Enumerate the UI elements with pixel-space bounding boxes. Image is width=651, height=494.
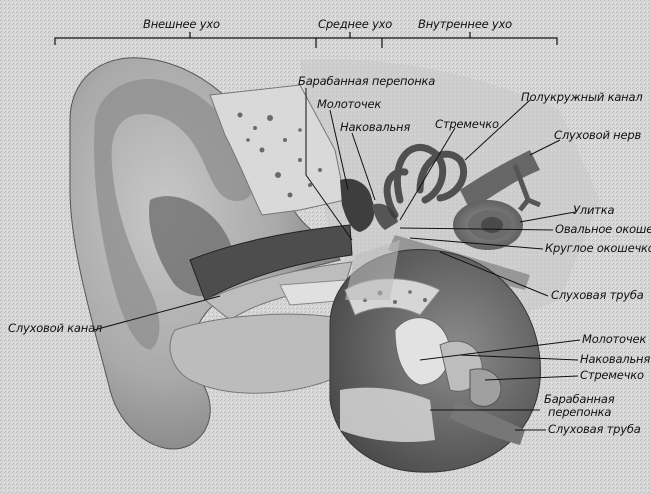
section-middle-ear: Среднее ухо [318,17,392,31]
label-incus: Наковальня [340,120,410,134]
label-oval-window: Овальное окошечко [555,222,651,236]
label-auditory-nerve: Слуховой нерв [554,128,641,142]
detail-label-incus: Наковальня [580,352,650,366]
label-ear-canal: Слуховой канал [8,321,102,335]
label-cochlea: Улитка [573,203,614,217]
detail-label-malleus: Молоточек [582,332,646,346]
label-semicircular-canal: Полукружный канал [521,90,643,104]
label-stapes: Стремечко [435,117,499,131]
detail-label-tympanic-1: Барабанная [544,392,614,406]
label-tympanic-membrane: Барабанная перепонка [298,74,435,88]
detail-label-eustachian-tube: Слуховая труба [548,422,641,436]
detail-label-stapes: Стремечко [580,368,644,382]
label-malleus: Молоточек [317,97,381,111]
section-outer-ear: Внешнее ухо [143,17,220,31]
lower-skin [170,314,340,393]
detail-label-tympanic-2: перепонка [548,405,611,419]
label-eustachian-tube: Слуховая труба [551,288,644,302]
section-inner-ear: Внутреннее ухо [418,17,512,31]
label-round-window: Круглое окошечко [545,241,651,255]
